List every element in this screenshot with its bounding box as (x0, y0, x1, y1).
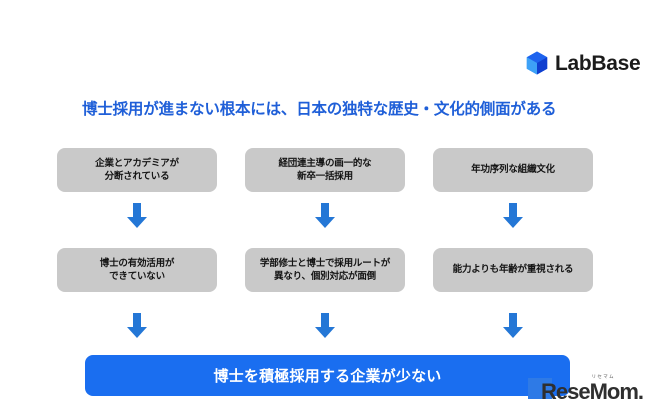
watermark-mom: Mom (589, 379, 639, 404)
cube-hexagon-icon (526, 51, 548, 75)
resemom-watermark: Rese リセマム Mom . (541, 374, 645, 404)
watermark-block (528, 378, 552, 399)
watermark-ruby: リセマム (591, 374, 615, 379)
effect-box-1-label: 博士の有効活用ができていない (99, 257, 175, 282)
cause-box-1: 企業とアカデミアが分断されている (57, 148, 217, 192)
effect-box-3: 能力よりも年齢が重視される (433, 248, 593, 292)
arrow-down-icon (126, 203, 148, 229)
cause-box-3-label: 年功序列な組織文化 (471, 164, 555, 176)
effect-box-1: 博士の有効活用ができていない (57, 248, 217, 292)
cause-box-2: 経団連主導の画一的な新卒一括採用 (245, 148, 405, 192)
labbase-logo: LabBase (526, 51, 641, 75)
arrow-down-icon (502, 203, 524, 229)
watermark-dot: . (637, 379, 645, 404)
arrow-down-icon (314, 313, 336, 339)
watermark-mom-wrap: リセマム Mom (589, 374, 639, 404)
conclusion-box: 博士を積極採用する企業が少ない (85, 355, 570, 396)
cause-box-1-label: 企業とアカデミアが分断されている (95, 157, 179, 182)
effect-box-2: 学部修士と博士で採用ルートが異なり、個別対応が面倒 (245, 248, 405, 292)
effect-box-3-label: 能力よりも年齢が重視される (452, 264, 574, 276)
effect-box-2-label: 学部修士と博士で採用ルートが異なり、個別対応が面倒 (259, 257, 391, 282)
arrow-down-icon (502, 313, 524, 339)
arrow-down-icon (126, 313, 148, 339)
cause-box-3: 年功序列な組織文化 (433, 148, 593, 192)
arrow-down-icon (314, 203, 336, 229)
conclusion-label: 博士を積極採用する企業が少ない (213, 368, 442, 385)
logo-wordmark: LabBase (555, 51, 641, 75)
page-title: 博士採用が進まない根本には、日本の独特な歴史・文化的側面がある (82, 101, 557, 118)
cause-box-2-label: 経団連主導の画一的な新卒一括採用 (278, 157, 372, 182)
watermark-rese: Rese (541, 379, 591, 404)
